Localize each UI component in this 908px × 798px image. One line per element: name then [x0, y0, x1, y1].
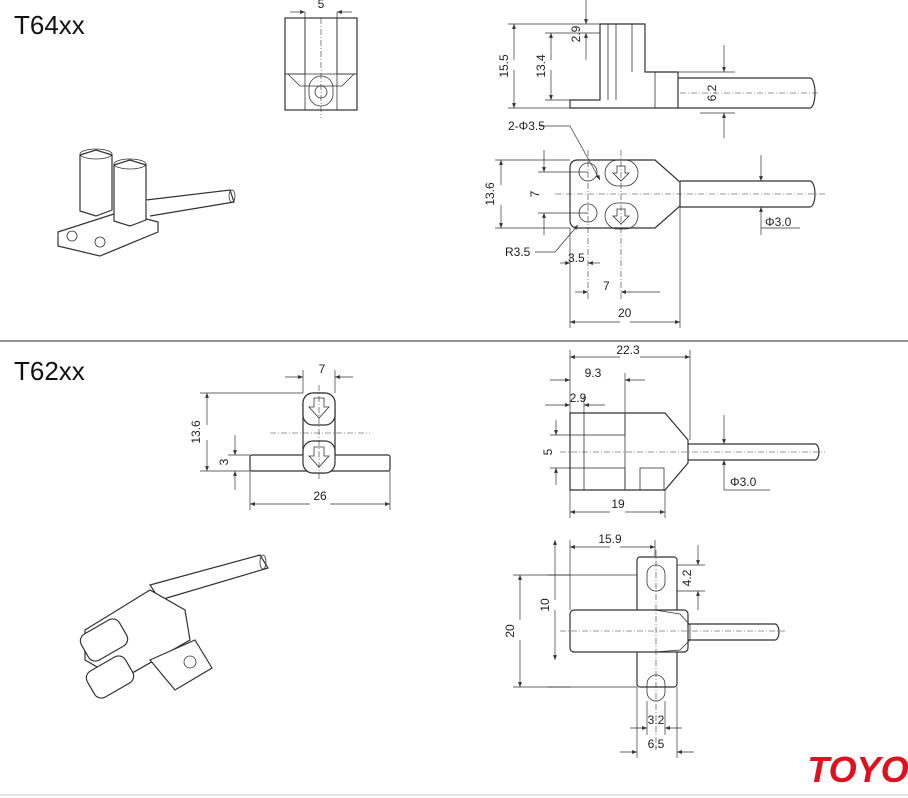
- t62-dim-depth: 22.3: [616, 343, 640, 357]
- t64-dim-hole-dia: 2-Φ3.5: [508, 119, 545, 133]
- t62-dim-offset: 15.9: [598, 532, 622, 546]
- t62-dim-total-width: 20: [503, 624, 517, 638]
- t64-dim-width: 13.6: [483, 182, 497, 206]
- t62-dim-half-width: 10: [538, 598, 552, 612]
- t62-dim-body-length: 19: [611, 497, 625, 511]
- t64-model-title: T64xx: [14, 10, 85, 40]
- t62-dim-slot-length: 4.2: [680, 569, 694, 586]
- t64-side-view: [508, 0, 820, 138]
- t64-dim-width: 5: [318, 0, 325, 11]
- t62-model-title: T62xx: [14, 356, 85, 386]
- t64-dim-slot-depth: 2.9: [569, 25, 583, 42]
- t64-dim-slot-offset: 7: [603, 279, 610, 293]
- t62-isometric-view: [79, 554, 269, 699]
- t64-dim-base-height: 6.2: [705, 84, 719, 101]
- t64-dim-hole-offset: 3.5: [568, 251, 585, 265]
- t62-dim-slot-width: 7: [319, 362, 326, 376]
- t62-dim-cable-dia: Φ3.0: [730, 475, 757, 489]
- t62-dim-slot-depth: 9.3: [585, 366, 602, 380]
- t64-dim-length: 20: [618, 306, 632, 320]
- t62-top-view: [513, 540, 785, 758]
- t64-top-view: [495, 125, 825, 328]
- t64-isometric-view: [57, 148, 236, 257]
- toyo-logo: TOYO: [807, 749, 908, 790]
- t64-dim-radius: R3.5: [505, 245, 531, 259]
- t62-side-view: [545, 350, 825, 518]
- t62-dim-flange: 3: [217, 458, 231, 465]
- t64-dim-cable-dia: Φ3.0: [765, 215, 792, 229]
- t64-dim-height-inner: 13.4: [534, 54, 548, 78]
- t64-dim-hole-pitch: 7: [528, 190, 542, 197]
- t62-dim-height: 13.6: [189, 420, 203, 444]
- t62-dim-length: 26: [313, 489, 327, 503]
- t62-dim-edge: 2.9: [570, 391, 587, 405]
- t64-front-view: [284, 10, 358, 118]
- t62-dim-gap: 5: [541, 448, 555, 455]
- t62-dim-hole-width: 3.2: [648, 713, 665, 727]
- t62-front-view: [200, 370, 391, 510]
- t64-dim-height-total: 15.5: [497, 54, 511, 78]
- t62-dim-tab-width: 6.5: [648, 737, 665, 751]
